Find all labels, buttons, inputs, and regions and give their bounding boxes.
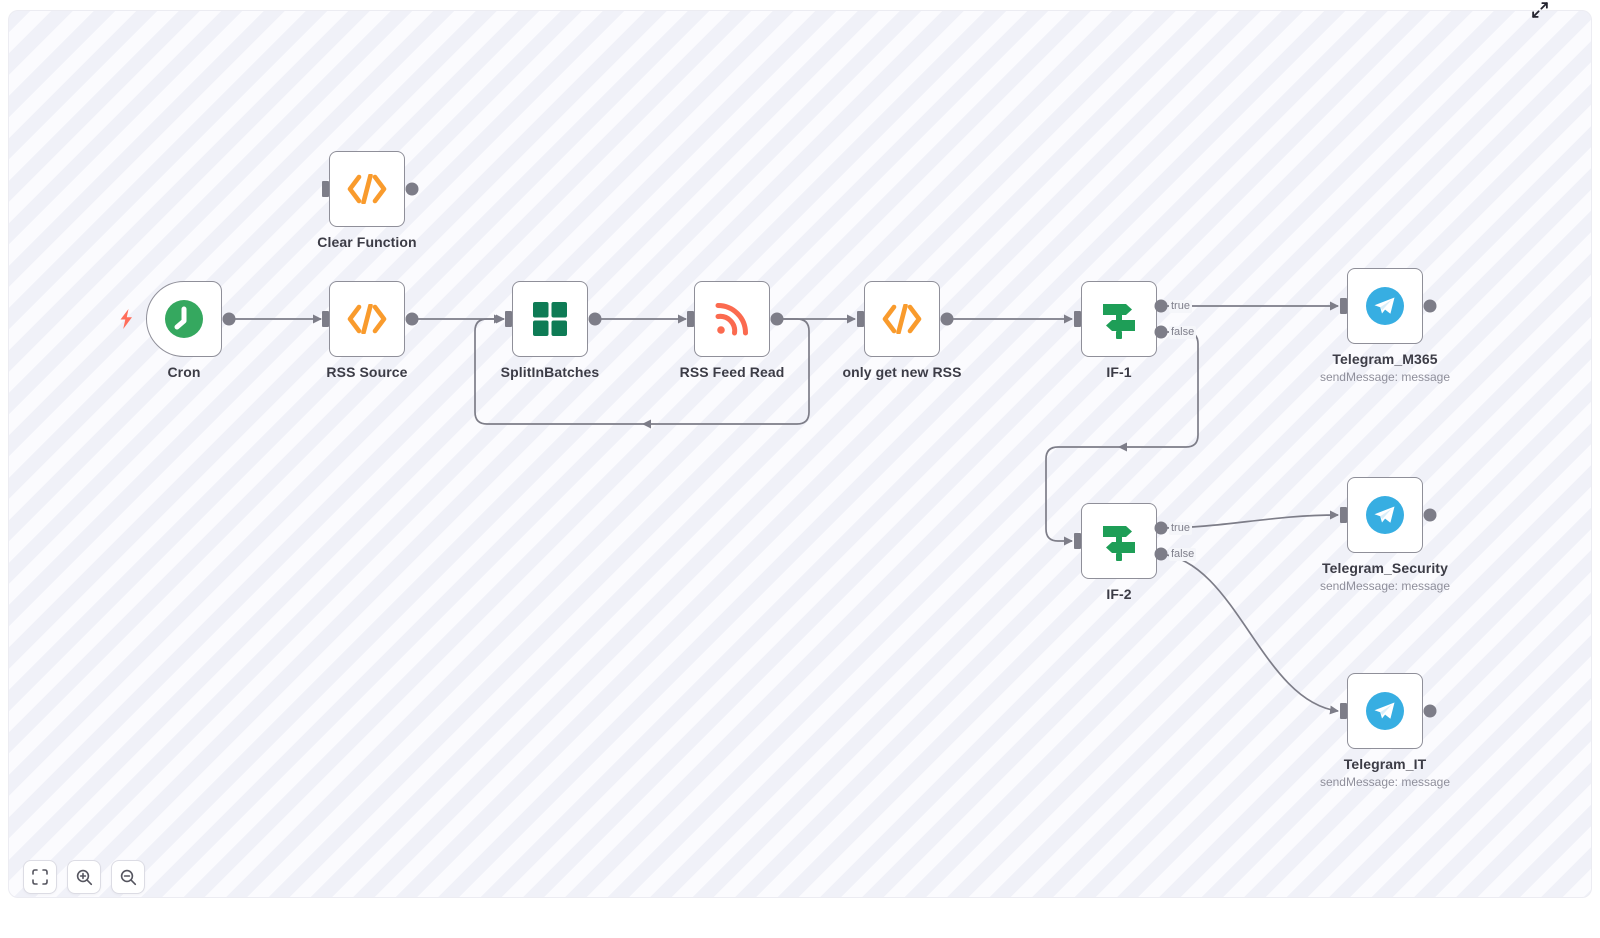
node-cron[interactable]: Cron: [104, 281, 264, 380]
zoom-out-icon: [120, 869, 136, 885]
code-icon: [347, 174, 387, 204]
zoom-in-icon: [76, 869, 92, 885]
workflow-canvas[interactable]: Clear Function Cron RSS Source: [8, 10, 1592, 898]
telegram-icon: [1366, 692, 1404, 730]
node-box[interactable]: [1347, 268, 1423, 344]
node-label: Telegram_Security: [1322, 560, 1448, 576]
node-subtitle: sendMessage: message: [1319, 775, 1451, 789]
loop-direction-arrow: [642, 419, 651, 429]
node-label: only get new RSS: [842, 364, 962, 380]
node-label: Telegram_M365: [1332, 351, 1438, 367]
fit-view-button[interactable]: [23, 860, 57, 894]
node-box[interactable]: [1081, 503, 1157, 579]
node-clear-function[interactable]: Clear Function: [287, 151, 447, 250]
zoom-in-button[interactable]: [67, 860, 101, 894]
node-label: Telegram_IT: [1343, 756, 1427, 772]
if-2-true-label: true: [1169, 522, 1192, 535]
node-splitinbatches[interactable]: SplitInBatches: [470, 281, 630, 380]
telegram-icon: [1366, 287, 1404, 325]
false-branch-direction-arrow: [1118, 442, 1127, 452]
if-1-true-label: true: [1169, 300, 1192, 313]
node-telegram-security[interactable]: Telegram_Security sendMessage: message: [1305, 477, 1465, 593]
node-box[interactable]: [1347, 477, 1423, 553]
trigger-bolt-icon: [120, 309, 132, 329]
node-box[interactable]: [1081, 281, 1157, 357]
output-ports: [222, 182, 1437, 718]
grid-icon: [533, 302, 567, 336]
fit-view-icon: [32, 869, 48, 885]
signpost-icon: [1103, 304, 1135, 339]
signpost-icon: [1103, 526, 1135, 561]
node-rss-feed-read[interactable]: RSS Feed Read: [652, 281, 812, 380]
if-2-false-label: false: [1169, 548, 1197, 561]
code-icon: [882, 304, 922, 334]
canvas-controls: [23, 860, 145, 894]
node-box[interactable]: [1347, 673, 1423, 749]
node-telegram-m365[interactable]: Telegram_M365 sendMessage: message: [1305, 268, 1465, 384]
node-subtitle: sendMessage: message: [1319, 370, 1451, 384]
zoom-out-button[interactable]: [111, 860, 145, 894]
node-subtitle: sendMessage: message: [1319, 579, 1451, 593]
clock-icon: [165, 300, 203, 338]
node-box[interactable]: [512, 281, 588, 357]
node-box[interactable]: [329, 151, 405, 227]
node-box[interactable]: [864, 281, 940, 357]
node-label: SplitInBatches: [500, 364, 600, 380]
node-label: Cron: [167, 364, 201, 380]
node-label: IF-2: [1106, 586, 1132, 602]
telegram-icon: [1366, 496, 1404, 534]
node-label: IF-1: [1106, 364, 1132, 380]
node-label: RSS Feed Read: [679, 364, 785, 380]
node-label: Clear Function: [317, 234, 417, 250]
expand-icon[interactable]: [1532, 2, 1548, 18]
node-box[interactable]: [146, 281, 222, 357]
node-box[interactable]: [329, 281, 405, 357]
node-box[interactable]: [694, 281, 770, 357]
rss-icon: [715, 303, 748, 336]
node-label: RSS Source: [326, 364, 408, 380]
node-only-get-new-rss[interactable]: only get new RSS: [822, 281, 982, 380]
if-1-false-label: false: [1169, 326, 1197, 339]
node-rss-source[interactable]: RSS Source: [287, 281, 447, 380]
input-ports: [322, 181, 1347, 719]
code-icon: [347, 304, 387, 334]
node-telegram-it[interactable]: Telegram_IT sendMessage: message: [1305, 673, 1465, 789]
